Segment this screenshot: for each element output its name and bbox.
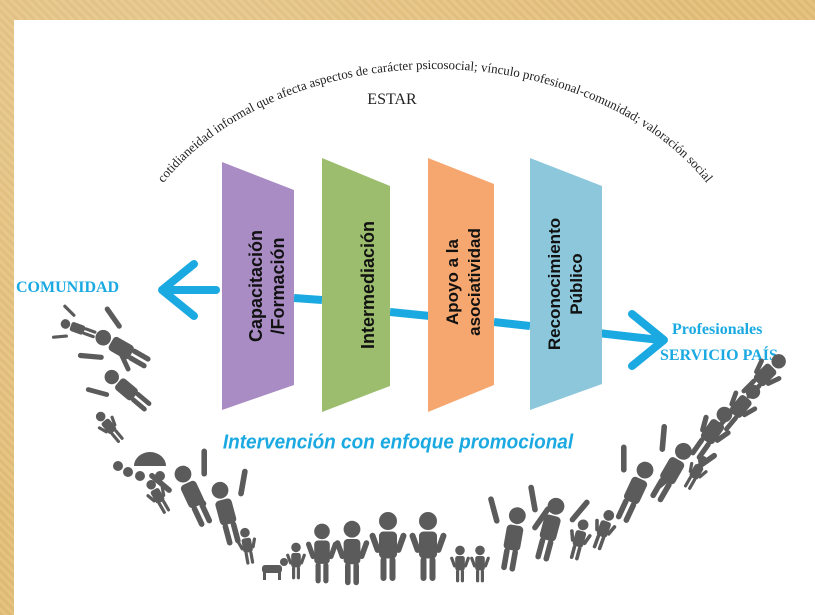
left-label: COMUNIDAD <box>16 279 119 296</box>
right-label-line1: Profesionales <box>672 321 762 338</box>
stage-1: Capacitación /Formación <box>222 162 294 410</box>
person-figure-icon <box>305 523 339 584</box>
person-figure-icon <box>408 512 448 581</box>
stage-4-line2: Público <box>567 253 586 314</box>
stage-4-line1: Reconocimiento <box>545 218 564 350</box>
stage-1-line1: Capacitación <box>246 230 266 342</box>
person-figure-icon <box>50 303 102 353</box>
stage-1-shape <box>222 162 294 410</box>
people-arc <box>50 303 795 586</box>
person-figure-icon <box>285 542 307 580</box>
arrow-shaft-right <box>594 329 664 344</box>
stage-3: Apoyo a la asociatividad <box>428 158 494 412</box>
balloons-icon <box>113 461 133 477</box>
stage-3-line2: asociatividad <box>465 228 484 336</box>
top-label: ESTAR <box>367 91 417 108</box>
stage-1-line2: /Formación <box>268 237 288 334</box>
connector-3 <box>493 318 531 330</box>
connector-2 <box>389 308 431 320</box>
stage-2-shape <box>322 158 390 412</box>
right-label-line2: SERVICIO PAÍS <box>660 345 778 364</box>
person-figure-icon <box>89 406 130 448</box>
stage-4: Reconocimiento Público <box>530 158 602 410</box>
stage-2-line1: Intermediación <box>358 221 378 349</box>
arrow-left-icon <box>158 260 198 320</box>
stage-4-shape <box>530 158 602 410</box>
person-figure-icon <box>449 545 471 583</box>
person-figure-icon <box>469 545 491 583</box>
stage-2: Intermediación <box>322 158 390 412</box>
stage-3-shape <box>428 158 494 412</box>
person-figure-icon <box>562 516 596 563</box>
stage-3-line1: Apoyo a la <box>443 238 462 325</box>
connector-1 <box>293 294 323 304</box>
arrow-right-icon <box>628 310 668 370</box>
person-figure-icon <box>368 512 408 581</box>
person-figure-icon <box>75 304 164 390</box>
person-figure-icon <box>585 506 622 554</box>
dog-icon <box>262 558 288 580</box>
person-figure-icon <box>333 520 371 586</box>
bottom-label: Intervención con enfoque promocional <box>223 431 574 454</box>
